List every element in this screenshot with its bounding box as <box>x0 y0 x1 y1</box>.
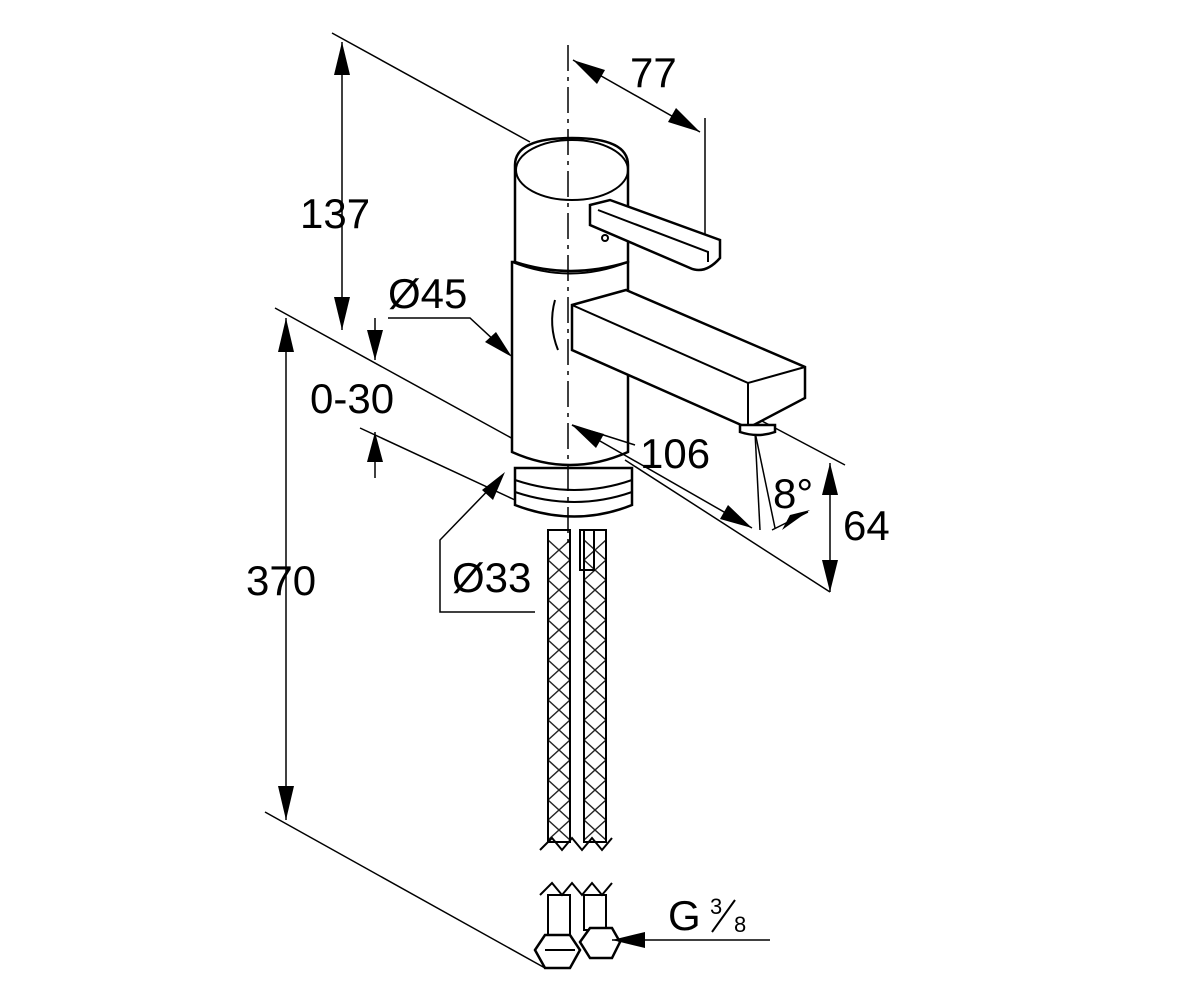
dim-deck-thickness: 0-30 <box>310 375 394 422</box>
faucet-body <box>510 136 807 518</box>
dim-upper-height: 137 <box>300 190 370 237</box>
dim-body-diameter: Ø45 <box>388 270 467 317</box>
dim-handle-reach: 77 <box>630 49 677 96</box>
dim-shank-diameter: Ø33 <box>452 554 531 601</box>
dim-spout-reach: 106 <box>640 430 710 477</box>
dim-spout-angle: 8° <box>773 470 813 517</box>
thread-numerator: 3 <box>710 894 722 919</box>
dim-total-height: 370 <box>246 557 316 604</box>
dim-spout-height: 64 <box>843 502 890 549</box>
thread-prefix: G <box>668 892 701 939</box>
thread-denominator: 8 <box>734 912 746 937</box>
thread-label: G 3 8 <box>668 892 746 939</box>
supply-hose <box>533 529 622 970</box>
dimension-arrows <box>278 42 838 948</box>
